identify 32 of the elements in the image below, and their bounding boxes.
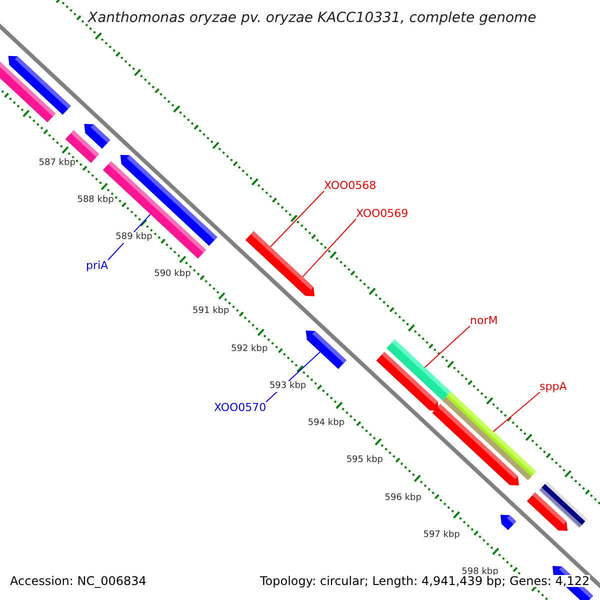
- leader-line: [270, 190, 324, 248]
- gene-label: XOO0568: [324, 180, 376, 190]
- scale-label: 597 kbp: [422, 530, 461, 541]
- gene-bar: [538, 482, 588, 528]
- gene-feature: [306, 330, 346, 370]
- gene-bar: [442, 392, 536, 480]
- gene-feature: [500, 514, 516, 530]
- scale-label: 589 kbp: [114, 232, 154, 243]
- gene-label: sppA: [540, 380, 567, 392]
- leader-line: [424, 326, 470, 368]
- leader-line: [302, 218, 356, 278]
- gene-bar: [245, 231, 288, 272]
- scale-label: 595 kbp: [345, 455, 384, 466]
- scale-label: 593 kbp: [268, 380, 308, 392]
- gene-label: norM: [470, 314, 498, 326]
- scale-label: 588 kbp: [76, 194, 115, 206]
- footer-text: Topology: circular; Length: 4,941,439 bp; Genes: 4,122: [260, 575, 590, 587]
- scale-label: 594 kbp: [306, 418, 346, 430]
- gene-feature: [278, 262, 315, 296]
- gene-label: XOO0569: [356, 208, 408, 218]
- gene-label: priA: [86, 260, 108, 270]
- diagram-title: Xanthomonas oryzae pv. oryzae KACC10331, complete genome: [88, 11, 536, 25]
- scale-label: 592 kbp: [230, 344, 269, 355]
- gene-label: XOO0570: [214, 402, 266, 412]
- gene-bar: [0, 59, 56, 122]
- leader-line: [492, 392, 540, 432]
- scale-label: 596 kbp: [384, 492, 422, 504]
- scale-label: 591 kbp: [192, 306, 230, 318]
- footer-text: Accession: NC_006834: [10, 575, 146, 587]
- scale-label: 590 kbp: [153, 269, 192, 280]
- scale-label: 587 kbp: [38, 158, 76, 169]
- gene-feature: [84, 124, 110, 149]
